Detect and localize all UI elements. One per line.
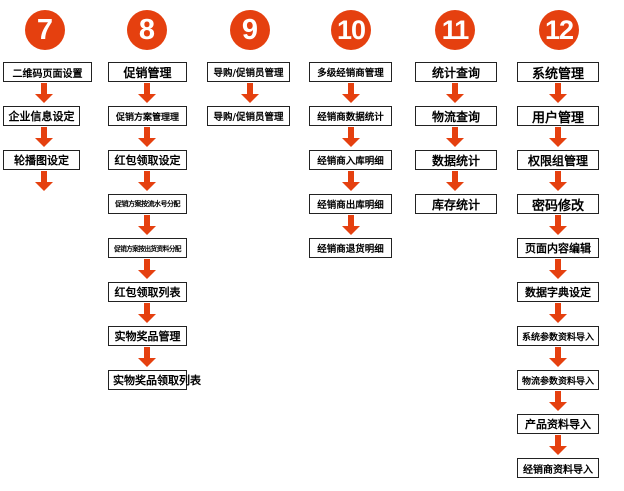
flow-box: 红包领取列表: [108, 282, 187, 302]
flow-box: 系统参数资料导入: [517, 326, 599, 346]
flow-box: 经销商资料导入: [517, 458, 599, 478]
flow-box: 轮播图设定: [3, 150, 80, 170]
step-number-badge: 11: [435, 10, 475, 50]
flow-box: 系统管理: [517, 62, 599, 82]
flow-box: 产品资料导入: [517, 414, 599, 434]
flow-box: 经销商入库明细: [309, 150, 392, 170]
step-number-badge: 12: [539, 10, 579, 50]
flow-box: 数据统计: [415, 150, 497, 170]
flow-box: 权限组管理: [517, 150, 599, 170]
flow-box: 促销管理: [108, 62, 187, 82]
flow-box: 促销方案按出货资料分配: [108, 238, 187, 258]
flow-box: 导购/促销员管理: [207, 62, 290, 82]
flow-box: 实物奖品管理: [108, 326, 187, 346]
flow-box: 用户管理: [517, 106, 599, 126]
flow-box: 页面内容编辑: [517, 238, 599, 258]
flow-box: 二维码页面设置: [3, 62, 92, 82]
flow-box: 物流查询: [415, 106, 497, 126]
flow-box: 促销方案管理理: [108, 106, 187, 126]
flow-box: 红包领取设定: [108, 150, 187, 170]
flow-box: 导购/促销员管理: [207, 106, 290, 126]
flow-box: 企业信息设定: [3, 106, 80, 126]
flow-box: 库存统计: [415, 194, 497, 214]
step-number-badge: 10: [331, 10, 371, 50]
flow-box: 数据字典设定: [517, 282, 599, 302]
flow-box: 统计查询: [415, 62, 497, 82]
flow-box: 多级经销商管理: [309, 62, 392, 82]
step-number-badge: 8: [127, 10, 167, 50]
step-number-badge: 7: [25, 10, 65, 50]
flow-box: 经销商退货明细: [309, 238, 392, 258]
step-number-badge: 9: [230, 10, 270, 50]
flow-box: 实物奖品领取列表: [108, 370, 201, 390]
flow-box: 经销商出库明细: [309, 194, 392, 214]
flow-box: 促销方案按流水号分配: [108, 194, 187, 214]
flow-box: 经销商数据统计: [309, 106, 392, 126]
flow-box: 密码修改: [517, 194, 599, 214]
flow-box: 物流参数资料导入: [517, 370, 599, 390]
